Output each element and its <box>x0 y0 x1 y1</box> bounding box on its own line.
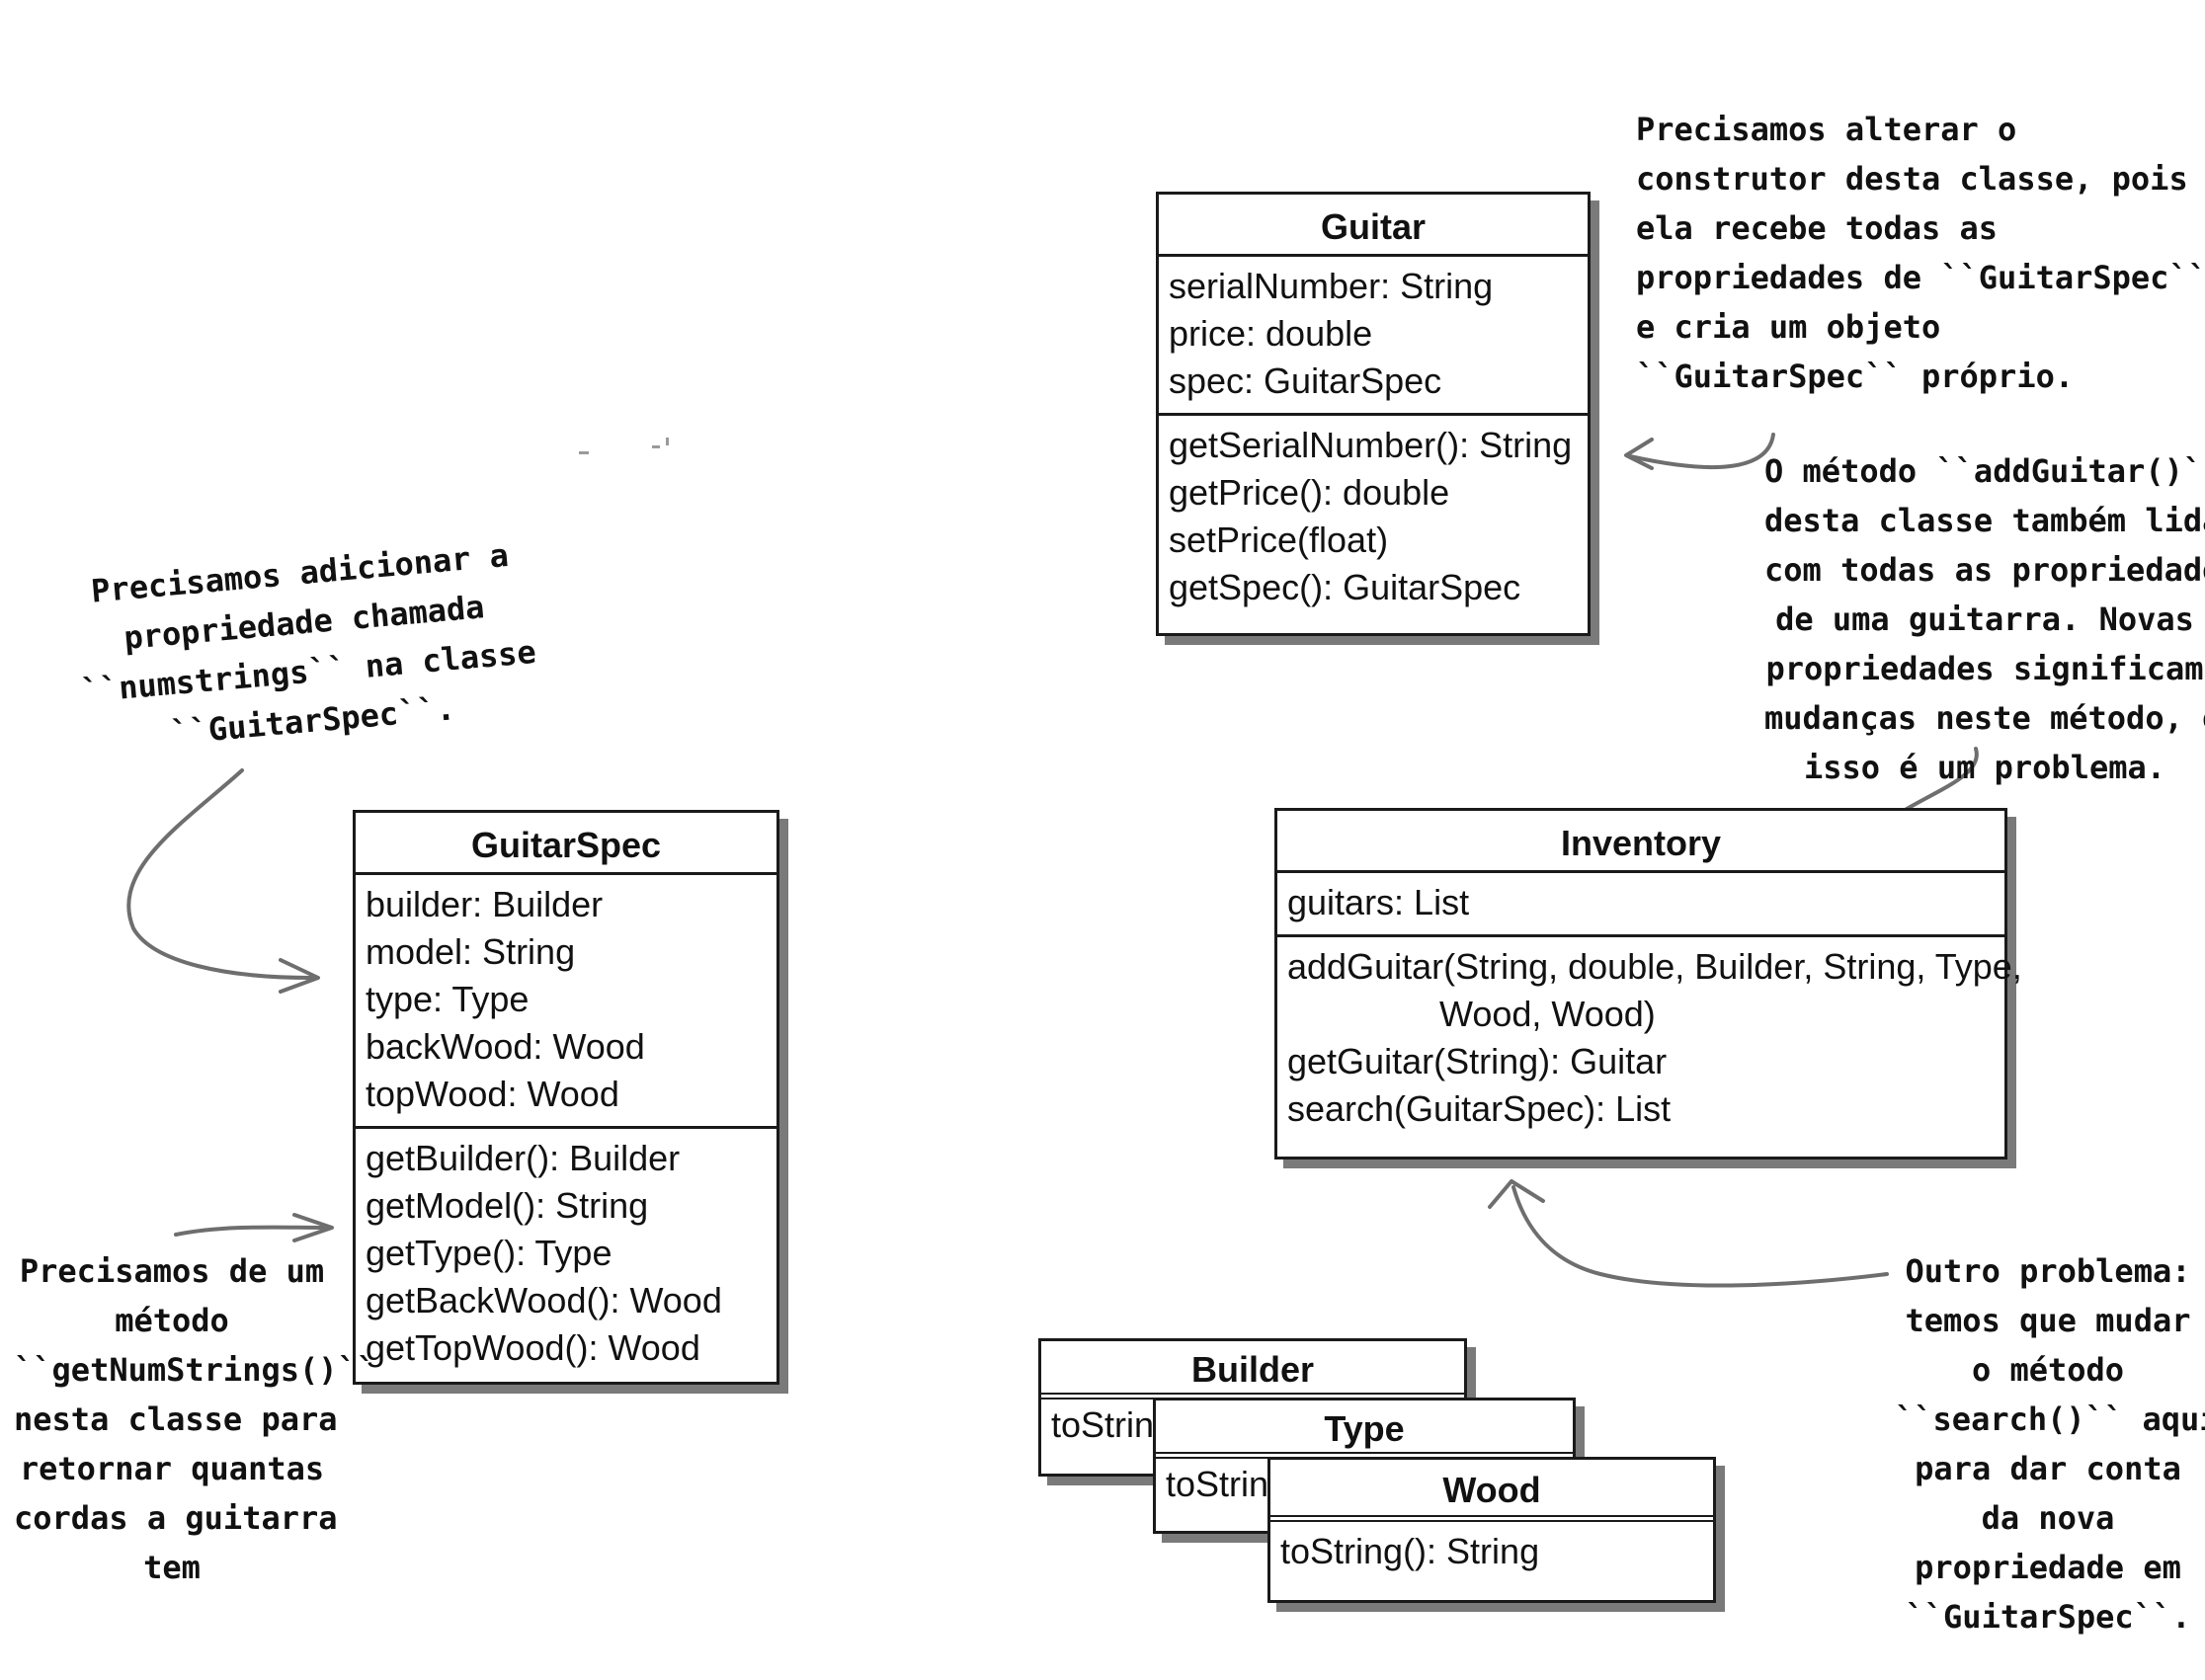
class-guitar-attributes: serialNumber: String price: double spec:… <box>1159 257 1588 413</box>
note-line: método <box>115 1302 229 1339</box>
note-line: ``GuitarSpec`` próprio. <box>1636 358 2075 395</box>
note-line: Precisamos de um <box>19 1252 325 1290</box>
class-builder-name: Builder <box>1041 1341 1464 1400</box>
arrow-to-guitar <box>1628 433 1775 470</box>
note-add-guitar: O método ``addGuitar()`` desta classe ta… <box>1764 446 2205 792</box>
note-line: nesta classe para <box>14 1400 338 1438</box>
arrowhead-to-inventory-search <box>1488 1179 1545 1209</box>
arrow-to-guitarspec-numstrings <box>126 768 313 980</box>
method: getPrice(): double <box>1169 472 1450 513</box>
class-guitarspec-attributes: builder: Builder model: String type: Typ… <box>356 875 776 1126</box>
class-wood-name: Wood <box>1270 1460 1713 1522</box>
note-line: retornar quantas <box>19 1450 325 1487</box>
note-line: O método ``addGuitar()`` <box>1764 452 2205 490</box>
note-guitar-constructor: Precisamos alterar o construtor desta cl… <box>1636 105 2205 401</box>
note-line: propriedades significam <box>1765 650 2204 687</box>
class-guitar-methods: getSerialNumber(): String getPrice(): do… <box>1159 413 1588 619</box>
class-wood-methods: toString(): String <box>1270 1522 1713 1583</box>
attribute: guitars: List <box>1287 882 1470 922</box>
class-inventory-methods: addGuitar(String, double, Builder, Strin… <box>1277 934 2022 1141</box>
class-type-name: Type <box>1156 1400 1573 1459</box>
arrowhead-to-guitarspec-methods <box>292 1213 334 1242</box>
method: getBackWood(): Wood <box>366 1280 722 1320</box>
class-inventory: Inventory guitars: List addGuitar(String… <box>1274 808 2022 1160</box>
note-line: isso é um problema. <box>1803 749 2166 786</box>
note-line: ``getNumStrings()`` <box>14 1351 376 1389</box>
note-line: ela recebe todas as <box>1636 209 1999 247</box>
note-line: cordas a guitarra <box>14 1499 338 1537</box>
class-guitarspec-name: GuitarSpec <box>356 813 776 875</box>
note-line: temos que mudar <box>1905 1302 2191 1339</box>
note-line: Precisamos alterar o <box>1636 111 2017 148</box>
method: getBuilder(): Builder <box>366 1138 681 1178</box>
attribute: type: Type <box>366 979 530 1019</box>
attribute: builder: Builder <box>366 884 604 924</box>
arrowhead-to-guitar <box>1624 438 1654 470</box>
note-line: com todas as propriedades <box>1764 551 2205 589</box>
note-line: ``search()`` aqui <box>1895 1400 2205 1438</box>
note-line: propriedades de ``GuitarSpec`` <box>1636 259 2205 296</box>
note-get-num-strings: Precisamos de um método ``getNumStrings(… <box>14 1246 376 1592</box>
method-continuation: Wood, Wood) <box>1439 994 1656 1034</box>
attribute: spec: GuitarSpec <box>1169 360 1442 401</box>
note-line: Outro problema: <box>1905 1252 2191 1290</box>
method: getTopWood(): Wood <box>366 1327 700 1368</box>
arrowhead-to-guitarspec-numstrings <box>279 958 320 994</box>
note-line: desta classe também lida <box>1764 502 2205 539</box>
arrow-to-inventory-search <box>1511 1185 1889 1288</box>
note-line: de uma guitarra. Novas <box>1775 600 2194 638</box>
note-line: tem <box>143 1549 201 1586</box>
note-line: para dar conta <box>1915 1450 2181 1487</box>
attribute: serialNumber: String <box>1169 266 1494 306</box>
method: getGuitar(String): Guitar <box>1287 1041 1668 1081</box>
class-inventory-name: Inventory <box>1277 811 2004 873</box>
note-line: ``GuitarSpec``. <box>1905 1598 2191 1636</box>
note-line: da nova <box>1981 1499 2115 1537</box>
attribute: model: String <box>366 931 576 972</box>
arrow-to-guitarspec-methods <box>174 1225 328 1237</box>
class-guitar-name: Guitar <box>1159 195 1588 257</box>
method: getSpec(): GuitarSpec <box>1169 567 1521 607</box>
class-inventory-attributes: guitars: List <box>1277 873 2004 934</box>
method: setPrice(float) <box>1169 520 1389 560</box>
attribute: backWood: Wood <box>366 1026 645 1067</box>
attribute: topWood: Wood <box>366 1074 619 1114</box>
method: getType(): Type <box>366 1233 612 1273</box>
note-line: o método <box>1971 1351 2125 1389</box>
note-line: mudanças neste método, e <box>1764 699 2205 737</box>
method: toString(): String <box>1280 1531 1540 1571</box>
method: getModel(): String <box>366 1185 649 1226</box>
class-guitarspec-methods: getBuilder(): Builder getModel(): String… <box>356 1126 776 1380</box>
note-line: e cria um objeto <box>1636 308 1941 346</box>
method: addGuitar(String, double, Builder, Strin… <box>1287 946 2022 987</box>
note-line: propriedade em <box>1915 1549 2181 1586</box>
note-numstrings: Precisamos adicionar a propriedade chama… <box>61 527 551 765</box>
method: search(GuitarSpec): List <box>1287 1088 1672 1129</box>
class-guitarspec: GuitarSpec builder: Builder model: Strin… <box>353 810 779 1385</box>
attribute: price: double <box>1169 313 1373 354</box>
note-search: Outro problema: temos que mudar o método… <box>1895 1246 2205 1641</box>
class-guitar: Guitar serialNumber: String price: doubl… <box>1156 192 1591 636</box>
method: getSerialNumber(): String <box>1169 425 1573 465</box>
class-wood: Wood toString(): String <box>1267 1457 1716 1603</box>
note-line: construtor desta classe, pois <box>1636 160 2188 198</box>
